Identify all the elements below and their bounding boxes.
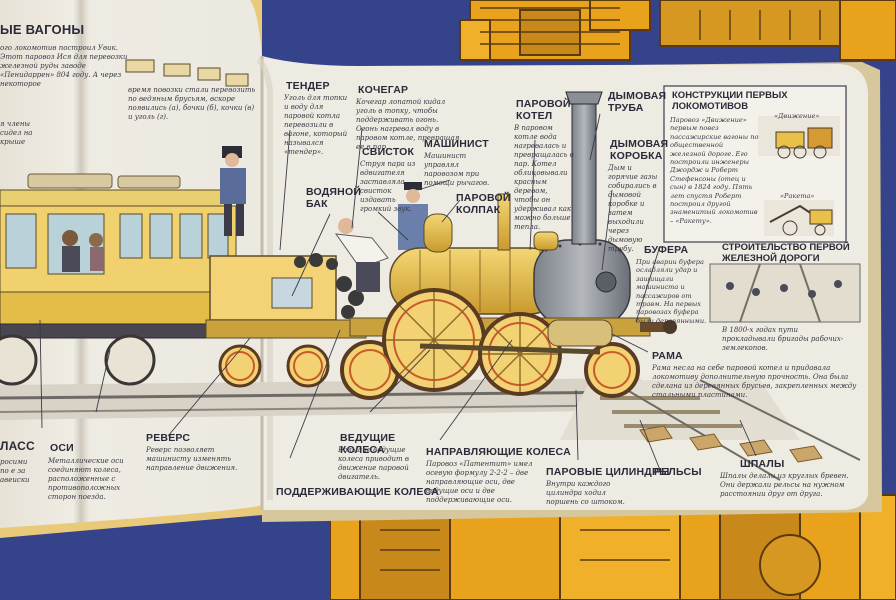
ore-wagons xyxy=(125,59,249,87)
frame-title: РАМА xyxy=(652,350,683,362)
whistle-title: СВИСТОК xyxy=(362,146,415,158)
background-ink-lines xyxy=(380,7,821,571)
early-locos-box-frame xyxy=(663,85,847,243)
boiler-title: ПАРОВОЙ КОТЕЛ xyxy=(516,98,571,122)
engineer-title: МАШИНИСТ xyxy=(424,138,489,150)
tender xyxy=(205,253,367,339)
leader-lines xyxy=(39,113,757,471)
sleepers-text: Шпалы делали из круглых бревен. Они держ… xyxy=(720,472,849,498)
tender-title: ТЕНДЕР xyxy=(286,80,330,92)
driving-wheels-text: Большие ведущие колеса приводит в движен… xyxy=(338,446,409,481)
class-title: ЛАСС xyxy=(0,439,35,453)
frame-text: Рама несла на себе паровой котел и прида… xyxy=(652,364,857,399)
railway-box-frame xyxy=(709,263,861,323)
leading-wheels-text: Паровоз «Патентит» имел осевую формулу 2… xyxy=(426,460,533,504)
stoker-text: Кочегар лопатой кидал уголь в топку, что… xyxy=(356,98,460,151)
cylinders-title: ПАРОВЫЕ ЦИЛИНДРЫ xyxy=(546,466,670,478)
wagons-caption: время повозки стали перевозить по ведяны… xyxy=(128,86,256,121)
chimney xyxy=(565,91,603,245)
whistle-text: Струя пара из вдвигателя заставляла свис… xyxy=(360,160,416,213)
buffers-text: При аварии буфера ослабляли удар и защищ… xyxy=(636,258,707,325)
leading-wheels-title: НАПРАВЛЯЮЩИЕ КОЛЕСА xyxy=(426,446,571,458)
steam-dome-title: ПАРОВОЙ КОЛПАК xyxy=(456,192,511,216)
loco-caption-1: «Движение» xyxy=(774,112,820,120)
cylinders-text: Внутри каждого цилиндра ходил поршень со… xyxy=(546,480,625,506)
buffers-title: БУФЕРА xyxy=(644,244,689,256)
chimney-title: ДЫМОВАЯ ТРУБА xyxy=(608,90,667,114)
engineer-text: Машинист управлял паровозом при помощи р… xyxy=(424,152,490,187)
railway-title: СТРОИТЕЛЬСТВО ПЕРВОЙ ЖЕЛЕЗНОЙ ДОРОГИ xyxy=(722,242,850,264)
supporting-wheels-title: ПОДДЕРЖИВАЮЩИЕ КОЛЕСА xyxy=(276,486,439,498)
carriage-wheels xyxy=(0,334,156,386)
class-text: росими по е за авеиски xyxy=(0,458,30,484)
left-page-intro: ого локомотив построил Увик. Этот парово… xyxy=(0,44,128,88)
left-side-fragment: я члены сидел на крыше xyxy=(0,120,33,146)
loco-caption-2: «Ракета» xyxy=(780,192,815,200)
reverse-text: Реверс позволяет машинисту изменять напр… xyxy=(146,446,238,472)
locomotive-wheels xyxy=(340,288,640,400)
driving-wheels-title: ВЕДУЩИЕ КОЛЕСА xyxy=(340,432,396,456)
early-locos-title: КОНСТРУКЦИИ ПЕРВЫХ ЛОКОМОТИВОВ xyxy=(672,90,788,112)
left-page-title: ЫЕ ВАГОНЫ xyxy=(0,22,85,37)
railway-text: В 1800-х годах пути прокладывали бригады… xyxy=(722,326,844,352)
steam-dome xyxy=(423,193,559,253)
axles-text: Металлические оси соединяют колеса, расп… xyxy=(48,457,124,501)
stoker-figure xyxy=(334,218,389,292)
early-locos-text: Паровоз «Движение» первым повез пассажир… xyxy=(670,116,759,225)
rails-title: РЕЛЬСЫ xyxy=(654,466,702,478)
engineer-figure xyxy=(398,182,428,250)
smokebox-title: ДЫМОВАЯ КОРОБКА xyxy=(610,138,669,162)
axles-title: ОСИ xyxy=(50,442,74,454)
water-tank-title: ВОДЯНОЙ БАК xyxy=(306,186,362,210)
passenger-carriage xyxy=(0,173,239,339)
tender-text: Уголь для топки и воду для паровой котла… xyxy=(284,94,348,156)
track-bed xyxy=(0,378,861,481)
sleepers-title: ШПАЛЫ xyxy=(740,458,785,470)
smokebox-text: Дым и горячие газы собирались в дымовой … xyxy=(608,164,658,253)
reverse-title: РЕВЕРС xyxy=(146,432,191,444)
guard-figure xyxy=(220,146,246,236)
boiler-text: В паровом котле вода нагревалась и превр… xyxy=(514,124,574,231)
stoker-title: КОЧЕГАР xyxy=(358,84,409,96)
